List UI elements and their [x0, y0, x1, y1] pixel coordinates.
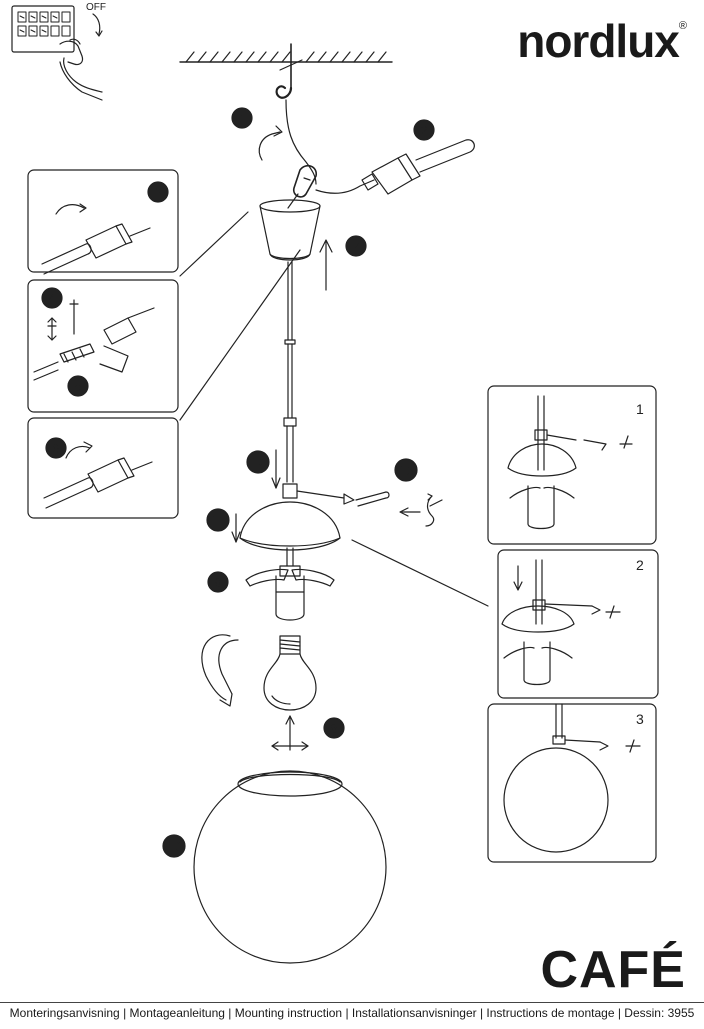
step-badge-10: 10 [162, 834, 186, 858]
step-badge-6: 6 [45, 437, 67, 459]
up-arrow-icon [319, 239, 333, 291]
step-badge-5: 5 [67, 375, 89, 397]
ceiling-hook [275, 43, 303, 99]
ceiling [179, 51, 393, 63]
step-badge-11: 11 [206, 508, 230, 532]
product-name: CAFÉ [540, 941, 686, 999]
panel-3-number: 3 [636, 711, 644, 727]
step-badge-3: 3 [147, 181, 169, 203]
brand-logo: nordlux® [517, 14, 687, 68]
detail-panel-left-6 [27, 417, 179, 519]
suspension-rod [283, 261, 297, 483]
brand-name: nordlux [517, 15, 680, 67]
step-3-label: 3 [154, 185, 161, 200]
ceiling-connector [315, 139, 475, 195]
step-4-label: 4 [48, 291, 55, 306]
light-bulb [263, 635, 317, 711]
screw-arrow-icon [399, 493, 443, 527]
glass-globe [193, 770, 387, 964]
step-10-label: 10 [167, 839, 181, 854]
curved-arrow-icon [201, 634, 239, 707]
panel-1-number: 1 [636, 401, 644, 417]
panel-2-number: 2 [636, 557, 644, 573]
step-12-label: 12 [251, 455, 265, 470]
panel-numbers: 1 2 3 [636, 401, 644, 727]
down-arrow-icon [271, 449, 281, 489]
suspension-cord [285, 99, 317, 185]
detail-panel-right-1 [487, 385, 657, 545]
detail-panel-right-3 [487, 703, 657, 863]
step-8-label: 8 [330, 721, 337, 736]
step-badge-8: 8 [323, 717, 345, 739]
fuse-box-icon [11, 5, 75, 53]
step-badge-1: 1 [231, 107, 253, 129]
collar-screw [282, 483, 390, 507]
step-badge-4: 4 [41, 287, 63, 309]
hand-icon [59, 38, 103, 101]
step-badges: 1 2 3 4 5 6 7 8 9 10 11 12 13 [41, 107, 435, 858]
down-arrow-icon [231, 513, 241, 543]
lamp-shade [239, 501, 341, 567]
brand-registered-mark: ® [678, 20, 687, 32]
step-1-label: 1 [238, 111, 245, 126]
footer-text: Monteringsanvisning | Montageanleitung |… [0, 1002, 704, 1020]
turn-arrow-icon [271, 715, 309, 751]
step-6-label: 6 [52, 441, 59, 456]
step-2-label: 2 [420, 123, 427, 138]
step-5-label: 5 [74, 379, 81, 394]
step-badge-9: 9 [207, 571, 229, 593]
detail-panel-right-2 [497, 549, 659, 699]
step-badge-13: 13 [394, 458, 418, 482]
step-badge-12: 12 [246, 450, 270, 474]
canopy-eyelet [292, 164, 317, 198]
detail-callout-lines [179, 211, 489, 607]
shade-clips [245, 565, 335, 587]
step-11-label: 11 [211, 513, 225, 528]
detail-panel-left-45 [27, 279, 179, 413]
step-9-label: 9 [214, 575, 221, 590]
lamp-holder [275, 575, 305, 621]
rotate-arrow-icon [258, 125, 283, 161]
step-13-label: 13 [399, 463, 413, 478]
switch-off-label: OFF [86, 2, 106, 13]
detail-panel-left-3 [27, 169, 179, 275]
step-7-label: 7 [352, 239, 359, 254]
switch-off-arrow-icon [92, 13, 103, 37]
step-badge-7: 7 [345, 235, 367, 257]
step-badge-2: 2 [413, 119, 435, 141]
canopy [259, 193, 321, 261]
